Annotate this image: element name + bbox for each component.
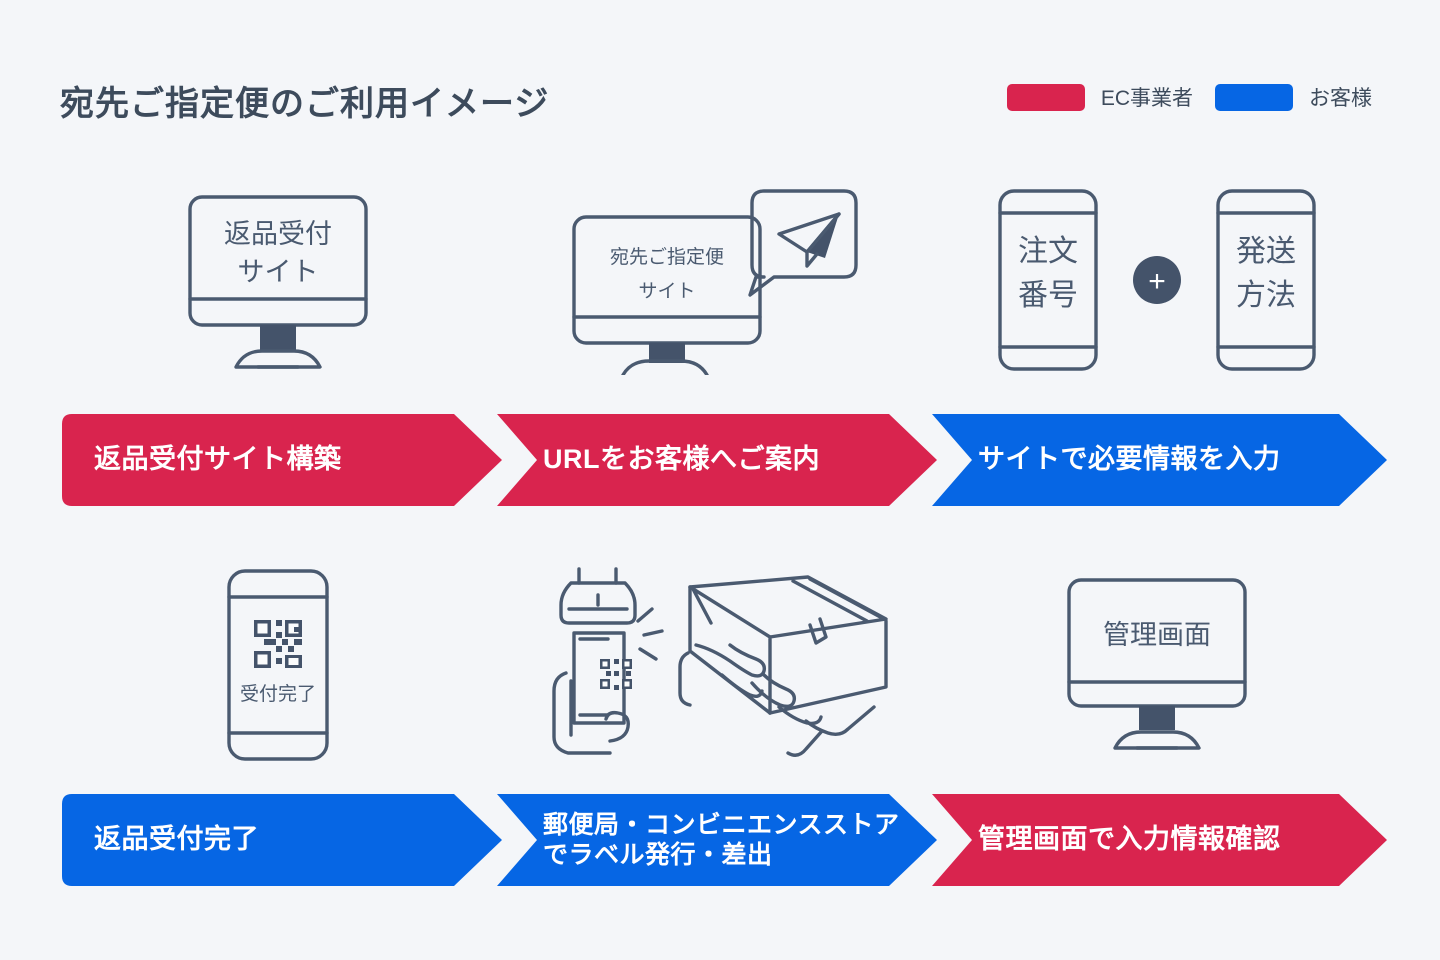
bubble-monitor-line-2: サイト <box>638 281 695 302</box>
phone-qr-caption: 受付完了 <box>240 683 316 705</box>
page-title: 宛先ご指定便のご利用イメージ <box>60 85 550 123</box>
legend-swatch-red <box>1006 83 1085 111</box>
bubble-monitor-line-1: 宛先ご指定便 <box>610 246 724 268</box>
two-phones-plus-graphic: 注文 番号 + 発送 方法 <box>998 189 1316 371</box>
step-banner-2[interactable]: URLをお客様へご案内 <box>497 414 937 506</box>
plus-connector: + <box>1133 256 1181 304</box>
hands-with-parcel-icon <box>678 575 888 757</box>
step-banner-3-shape <box>932 414 1387 506</box>
legend-swatch-blue <box>1215 83 1293 111</box>
step-banner-5-shape <box>497 794 937 886</box>
phone-right-line-2: 方法 <box>1236 279 1296 312</box>
monitor-graphic: 返品受付 サイト <box>188 195 368 369</box>
legend: EC事業者 お客様 <box>1006 82 1372 112</box>
return-site-monitor: 返品受付 サイト <box>62 180 494 380</box>
step-band-row-2: 返品受付完了 郵便局・コンビニエンスストア でラベル発行・差出 管理画面で入力情… <box>0 794 1440 886</box>
scanned-qr-icon <box>600 659 632 690</box>
step-banner-5[interactable]: 郵便局・コンビニエンスストア でラベル発行・差出 <box>497 794 937 886</box>
acceptance-complete-phone: 受付完了 <box>62 565 494 765</box>
step-banner-1[interactable]: 返品受付サイト構築 <box>62 414 502 506</box>
phone-qr-graphic: 受付完了 <box>227 569 329 761</box>
phone-left-line-2: 番号 <box>1018 279 1078 312</box>
monitor-line-1: 返品受付 <box>224 219 332 249</box>
order-and-shipping-phones: 注文 番号 + 発送 方法 <box>932 180 1382 380</box>
legend-label-customer: お客様 <box>1309 87 1372 110</box>
scan-and-handoff-graphic <box>552 567 888 757</box>
admin-monitor-graphic: 管理画面 <box>1067 578 1247 750</box>
legend-item-ec: EC事業者 <box>1006 82 1193 112</box>
shipping-method-phone: 発送 方法 <box>1216 189 1316 371</box>
legend-label-ec: EC事業者 <box>1100 87 1193 110</box>
legend-item-customer: お客様 <box>1215 82 1372 112</box>
qr-scanner-icon <box>552 567 664 755</box>
step-banner-6-shape <box>932 794 1387 886</box>
illustration-row-2: 受付完了 <box>0 565 1440 765</box>
step-band-row-1: 返品受付サイト構築 URLをお客様へご案内 サイトで必要情報を入力 <box>0 414 1440 506</box>
step-banner-2-shape <box>497 414 937 506</box>
plus-symbol: + <box>1148 265 1166 298</box>
step-banner-4[interactable]: 返品受付完了 <box>62 794 502 886</box>
paper-plane-icon <box>777 212 841 268</box>
designated-delivery-site-monitor: 宛先ご指定便 サイト <box>497 180 929 380</box>
step-banner-1-shape <box>62 414 502 506</box>
step-banner-3[interactable]: サイトで必要情報を入力 <box>932 414 1387 506</box>
phone-left-line-1: 注文 <box>1018 235 1078 268</box>
label-issue-and-dropoff <box>497 565 929 765</box>
order-number-phone: 注文 番号 <box>998 189 1098 371</box>
admin-screen-monitor: 管理画面 <box>932 565 1382 765</box>
monitor-line-2: サイト <box>238 257 319 287</box>
step-banner-6[interactable]: 管理画面で入力情報確認 <box>932 794 1387 886</box>
monitor-with-bubble-graphic: 宛先ご指定便 サイト <box>572 189 858 375</box>
admin-monitor-line-1: 管理画面 <box>1103 620 1211 650</box>
step-banner-4-shape <box>62 794 502 886</box>
phone-right-line-1: 発送 <box>1236 235 1296 268</box>
illustration-row-1: 返品受付 サイト 宛先ご指定便 サイト <box>0 180 1440 380</box>
qr-code-icon <box>254 620 302 668</box>
